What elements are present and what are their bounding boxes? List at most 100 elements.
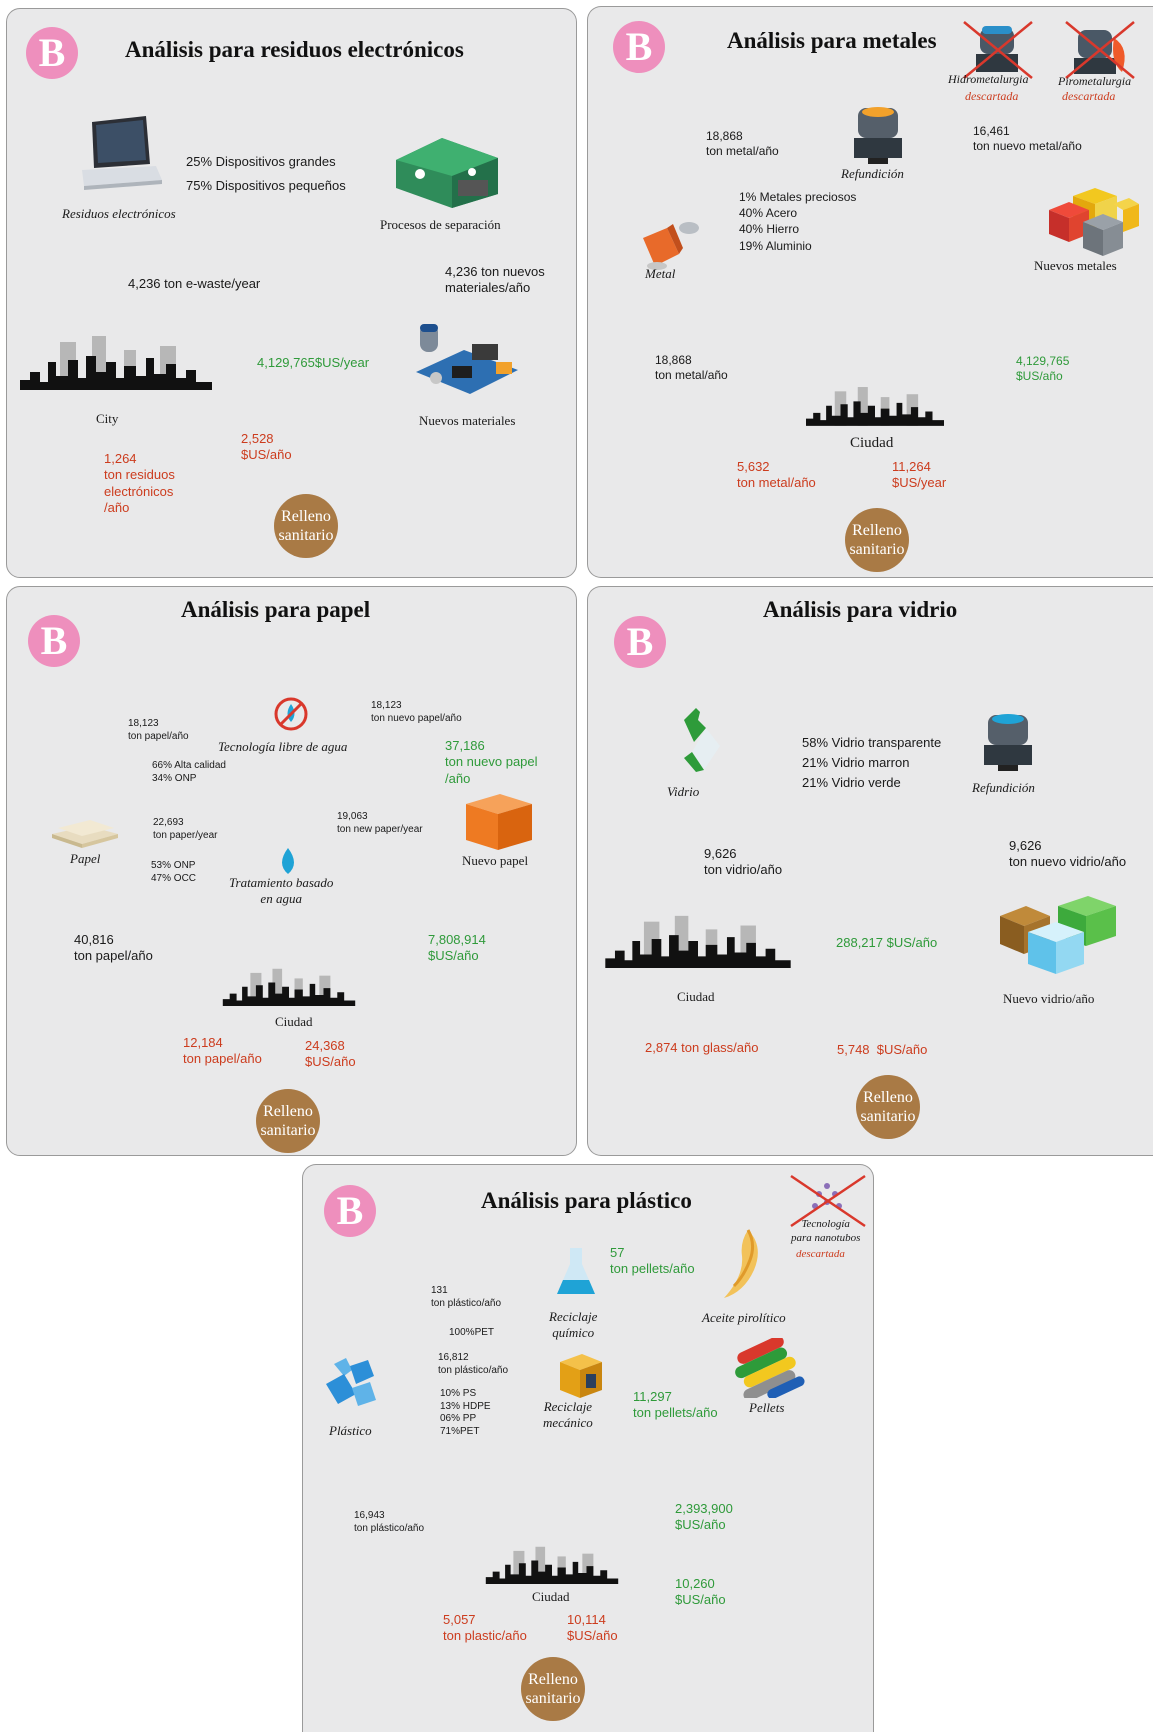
no-water-icon (274, 697, 308, 731)
title-plastic: Análisis para plástico (481, 1188, 692, 1213)
status-nanotube-tech: descartada (796, 1248, 845, 1260)
water-treatment-mix: 53% ONP 47% OCC (151, 860, 197, 884)
chemical-pet-share: 100%PET (449, 1327, 495, 1338)
flow-to-new-materials: 4,236 ton nuevos materiales/año (445, 264, 545, 296)
label-new-materials: Nuevos materiales (419, 413, 516, 428)
oil-value: 10,260 $US/año (675, 1576, 726, 1608)
new-metals-cubes-icon (1049, 188, 1139, 256)
title-electronics: Análisis para residuos electrónicos (125, 37, 464, 62)
panel-plastic (302, 1164, 874, 1732)
label-remelt-glass: Refundición (972, 780, 1035, 795)
badge-plastic: B (324, 1185, 376, 1237)
pyrometallurgy-crossed-icon (1065, 21, 1135, 79)
label-e-waste: Residuos electrónicos (62, 206, 176, 221)
metal-can-icon (643, 222, 699, 270)
glass-composition: 58% Vidrio transparente 21% Vidrio marro… (802, 735, 942, 791)
label-metal: Metal (645, 266, 676, 281)
flow-to-mechanical: 16,812 ton plástico/año (438, 1352, 509, 1376)
label-plastic: Plástico (329, 1423, 372, 1438)
panel-paper (6, 586, 577, 1156)
plastic-bottles-icon (326, 1358, 376, 1406)
panel-metals (587, 6, 1153, 578)
flow-remelt-to-new-metal: 16,461 ton nuevo metal/año (973, 124, 1082, 153)
status-pyrometallurgy: descartada (1062, 89, 1116, 103)
pellets-value: 2,393,900 $US/año (675, 1501, 733, 1533)
label-pellets: Pellets (749, 1400, 785, 1415)
value-to-city-electronics: 4,129,765$US/year (257, 355, 370, 370)
label-hydrometallurgy: Hidrometalurgia (948, 72, 1029, 86)
landfill-tons-glass: 2,874 ton glass/año (645, 1040, 759, 1055)
label-city-paper: Ciudad (275, 1014, 313, 1029)
split-large-devices: 25% Dispositivos grandes (186, 154, 336, 169)
paper-stack-icon (52, 820, 118, 848)
landfill-tons-paper: 12,184 ton papel/año (183, 1035, 262, 1067)
remelt-furnace-icon (854, 107, 902, 164)
label-new-metals: Nuevos metales (1034, 258, 1117, 273)
label-water-free-tech: Tecnología libre de agua (218, 739, 348, 754)
title-paper: Análisis para papel (181, 597, 371, 622)
label-remelt-metals: Refundición (841, 166, 904, 181)
remelt-furnace-icon (984, 714, 1032, 771)
label-nanotube-tech: Tecnología para nanotubos (791, 1218, 861, 1244)
flow-city-to-plastic: 16,943 ton plástico/año (354, 1510, 425, 1534)
flask-icon (557, 1248, 595, 1294)
tech-quality-mix: 66% Alta calidad 34% ONP (152, 760, 226, 784)
metal-composition: 1% Metales preciosos 40% Acero 40% Hierr… (739, 190, 857, 253)
flow-metal-to-remelt: 18,868 ton metal/año (706, 129, 779, 158)
flow-water-to-new: 19,063 ton new paper/year (337, 811, 423, 835)
laptop-icon (82, 116, 162, 190)
city-skyline-icon (485, 1546, 619, 1584)
label-glass: Vidrio (667, 784, 700, 799)
nanotube-crossed-icon (790, 1174, 866, 1228)
flow-paper-to-water: 22,693 ton paper/year (153, 817, 218, 841)
city-skyline-icon (222, 968, 356, 1006)
value-to-city-metals: 4,129,765 $US/año (1016, 354, 1070, 383)
flow-tech-to-new: 18,123 ton nuevo papel/año (371, 700, 462, 724)
landfill-cost-metals: 11,264 $US/year (892, 459, 947, 491)
landfill-tons-electronics: 1,264 ton residuos electrónicos /año (104, 451, 175, 515)
flow-city-to-paper: 40,816 ton papel/año (74, 932, 153, 964)
value-to-city-glass: 288,217 $US/año (836, 935, 938, 950)
landfill-plastic: Relleno sanitario (521, 1657, 585, 1721)
new-paper-total: 37,186 ton nuevo papel /año (445, 738, 538, 786)
label-separation: Procesos de separación (380, 217, 501, 232)
label-pyrometallurgy: Pirometalurgia (1058, 74, 1132, 88)
label-city-glass: Ciudad (677, 989, 715, 1004)
pyrolytic-oil-icon (724, 1229, 758, 1298)
landfill-paper: Relleno sanitario (256, 1089, 320, 1153)
mechanical-output: 11,297 ton pellets/año (633, 1389, 718, 1421)
label-city-metals: Ciudad (850, 435, 894, 451)
landfill-cost-paper: 24,368 $US/año (305, 1038, 356, 1070)
factory-icon (396, 138, 498, 208)
label-chemical-recycling: Reciclaje químico (549, 1309, 598, 1341)
value-to-city-paper: 7,808,914 $US/año (428, 932, 486, 964)
landfill-cost-plastic: 10,114 $US/año (567, 1612, 618, 1644)
city-skyline-icon (806, 387, 944, 426)
new-glass-cubes-icon (1000, 896, 1116, 974)
landfill-glass: Relleno sanitario (856, 1075, 920, 1139)
flow-to-chemical: 131 ton plástico/año (431, 1285, 502, 1309)
flow-city-to-glass: 9,626 ton vidrio/año (704, 846, 783, 878)
hydrometallurgy-crossed-icon (963, 21, 1033, 79)
label-city-electronics: City (96, 411, 119, 426)
landfill-tons-plastic: 5,057 ton plastic/año (443, 1612, 527, 1644)
landfill-cost-glass: 5,748 $US/año (837, 1042, 928, 1057)
badge-paper: B (28, 615, 80, 667)
flow-city-to-waste: 4,236 ton e-waste/year (128, 276, 261, 291)
flow-paper-to-tech: 18,123 ton papel/año (128, 718, 189, 742)
badge-metals: B (613, 21, 665, 73)
landfill-cost-electronics: 2,528 $US/año (241, 431, 292, 463)
components-icon (416, 324, 518, 394)
city-skyline-icon (605, 915, 791, 968)
landfill-metals: Relleno sanitario (845, 508, 909, 572)
landfill-tons-metals: 5,632 ton metal/año (737, 459, 816, 491)
label-new-paper: Nuevo papel (462, 853, 529, 868)
badge-glass: B (614, 616, 666, 668)
panel-electronics (6, 8, 577, 578)
label-paper: Papel (70, 851, 101, 866)
pellets-rolls-icon (735, 1338, 805, 1398)
chemical-output: 57 ton pellets/año (610, 1245, 695, 1277)
label-new-glass: Nuevo vidrio/año (1003, 991, 1095, 1006)
city-skyline-icon (20, 336, 212, 390)
title-metals: Análisis para metales (727, 28, 937, 53)
